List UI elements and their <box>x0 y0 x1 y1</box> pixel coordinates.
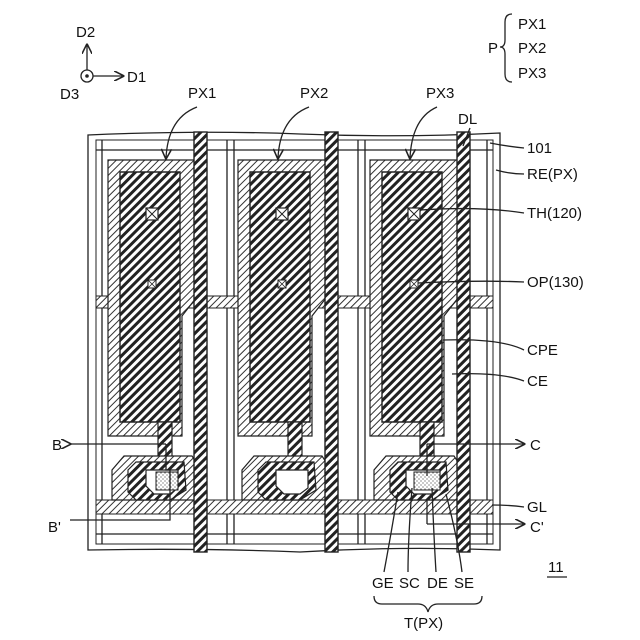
pixel-cell-px3 <box>370 132 470 552</box>
figure-reference: 11 <box>547 559 567 577</box>
legend-px2: PX2 <box>518 40 546 57</box>
transistor-label-ge: GE <box>372 575 394 592</box>
axis-indicator: D2 D1 D3 <box>60 24 146 103</box>
label-gl: GL <box>527 499 547 516</box>
label-op: OP(130) <box>527 274 584 291</box>
label-ce: CE <box>527 373 548 390</box>
column-label-px3: PX3 <box>426 85 454 102</box>
pixel-cell-px2 <box>238 132 338 552</box>
axis-d1-label: D1 <box>127 69 146 86</box>
legend-px1: PX1 <box>518 16 546 33</box>
pixel-cell-px1 <box>108 132 207 552</box>
section-label-b: B <box>52 437 62 454</box>
label-dl: DL <box>458 111 477 128</box>
transistor-group-label: T(PX) <box>404 615 443 632</box>
section-label-b-prime: B' <box>48 519 61 536</box>
transistor-label-de: DE <box>427 575 448 592</box>
label-cpe: CPE <box>527 342 558 359</box>
column-labels: PX1 PX2 PX3 <box>166 85 454 158</box>
column-label-px2: PX2 <box>300 85 328 102</box>
label-th: TH(120) <box>527 205 582 222</box>
axis-d3-label: D3 <box>60 86 79 103</box>
legend-px3: PX3 <box>518 65 546 82</box>
transistor-label-se: SE <box>454 575 474 592</box>
pixel-group-legend: P PX1 PX2 PX3 <box>488 14 546 82</box>
pixel-group-symbol: P <box>488 40 498 57</box>
axis-d2-label: D2 <box>76 24 95 41</box>
label-101: 101 <box>527 140 552 157</box>
transistor-label-sc: SC <box>399 575 420 592</box>
figure-ref-label: 11 <box>548 559 564 576</box>
column-label-px1: PX1 <box>188 85 216 102</box>
section-label-c-prime: C' <box>530 519 544 536</box>
label-re: RE(PX) <box>527 166 578 183</box>
section-label-c: C <box>530 437 541 454</box>
